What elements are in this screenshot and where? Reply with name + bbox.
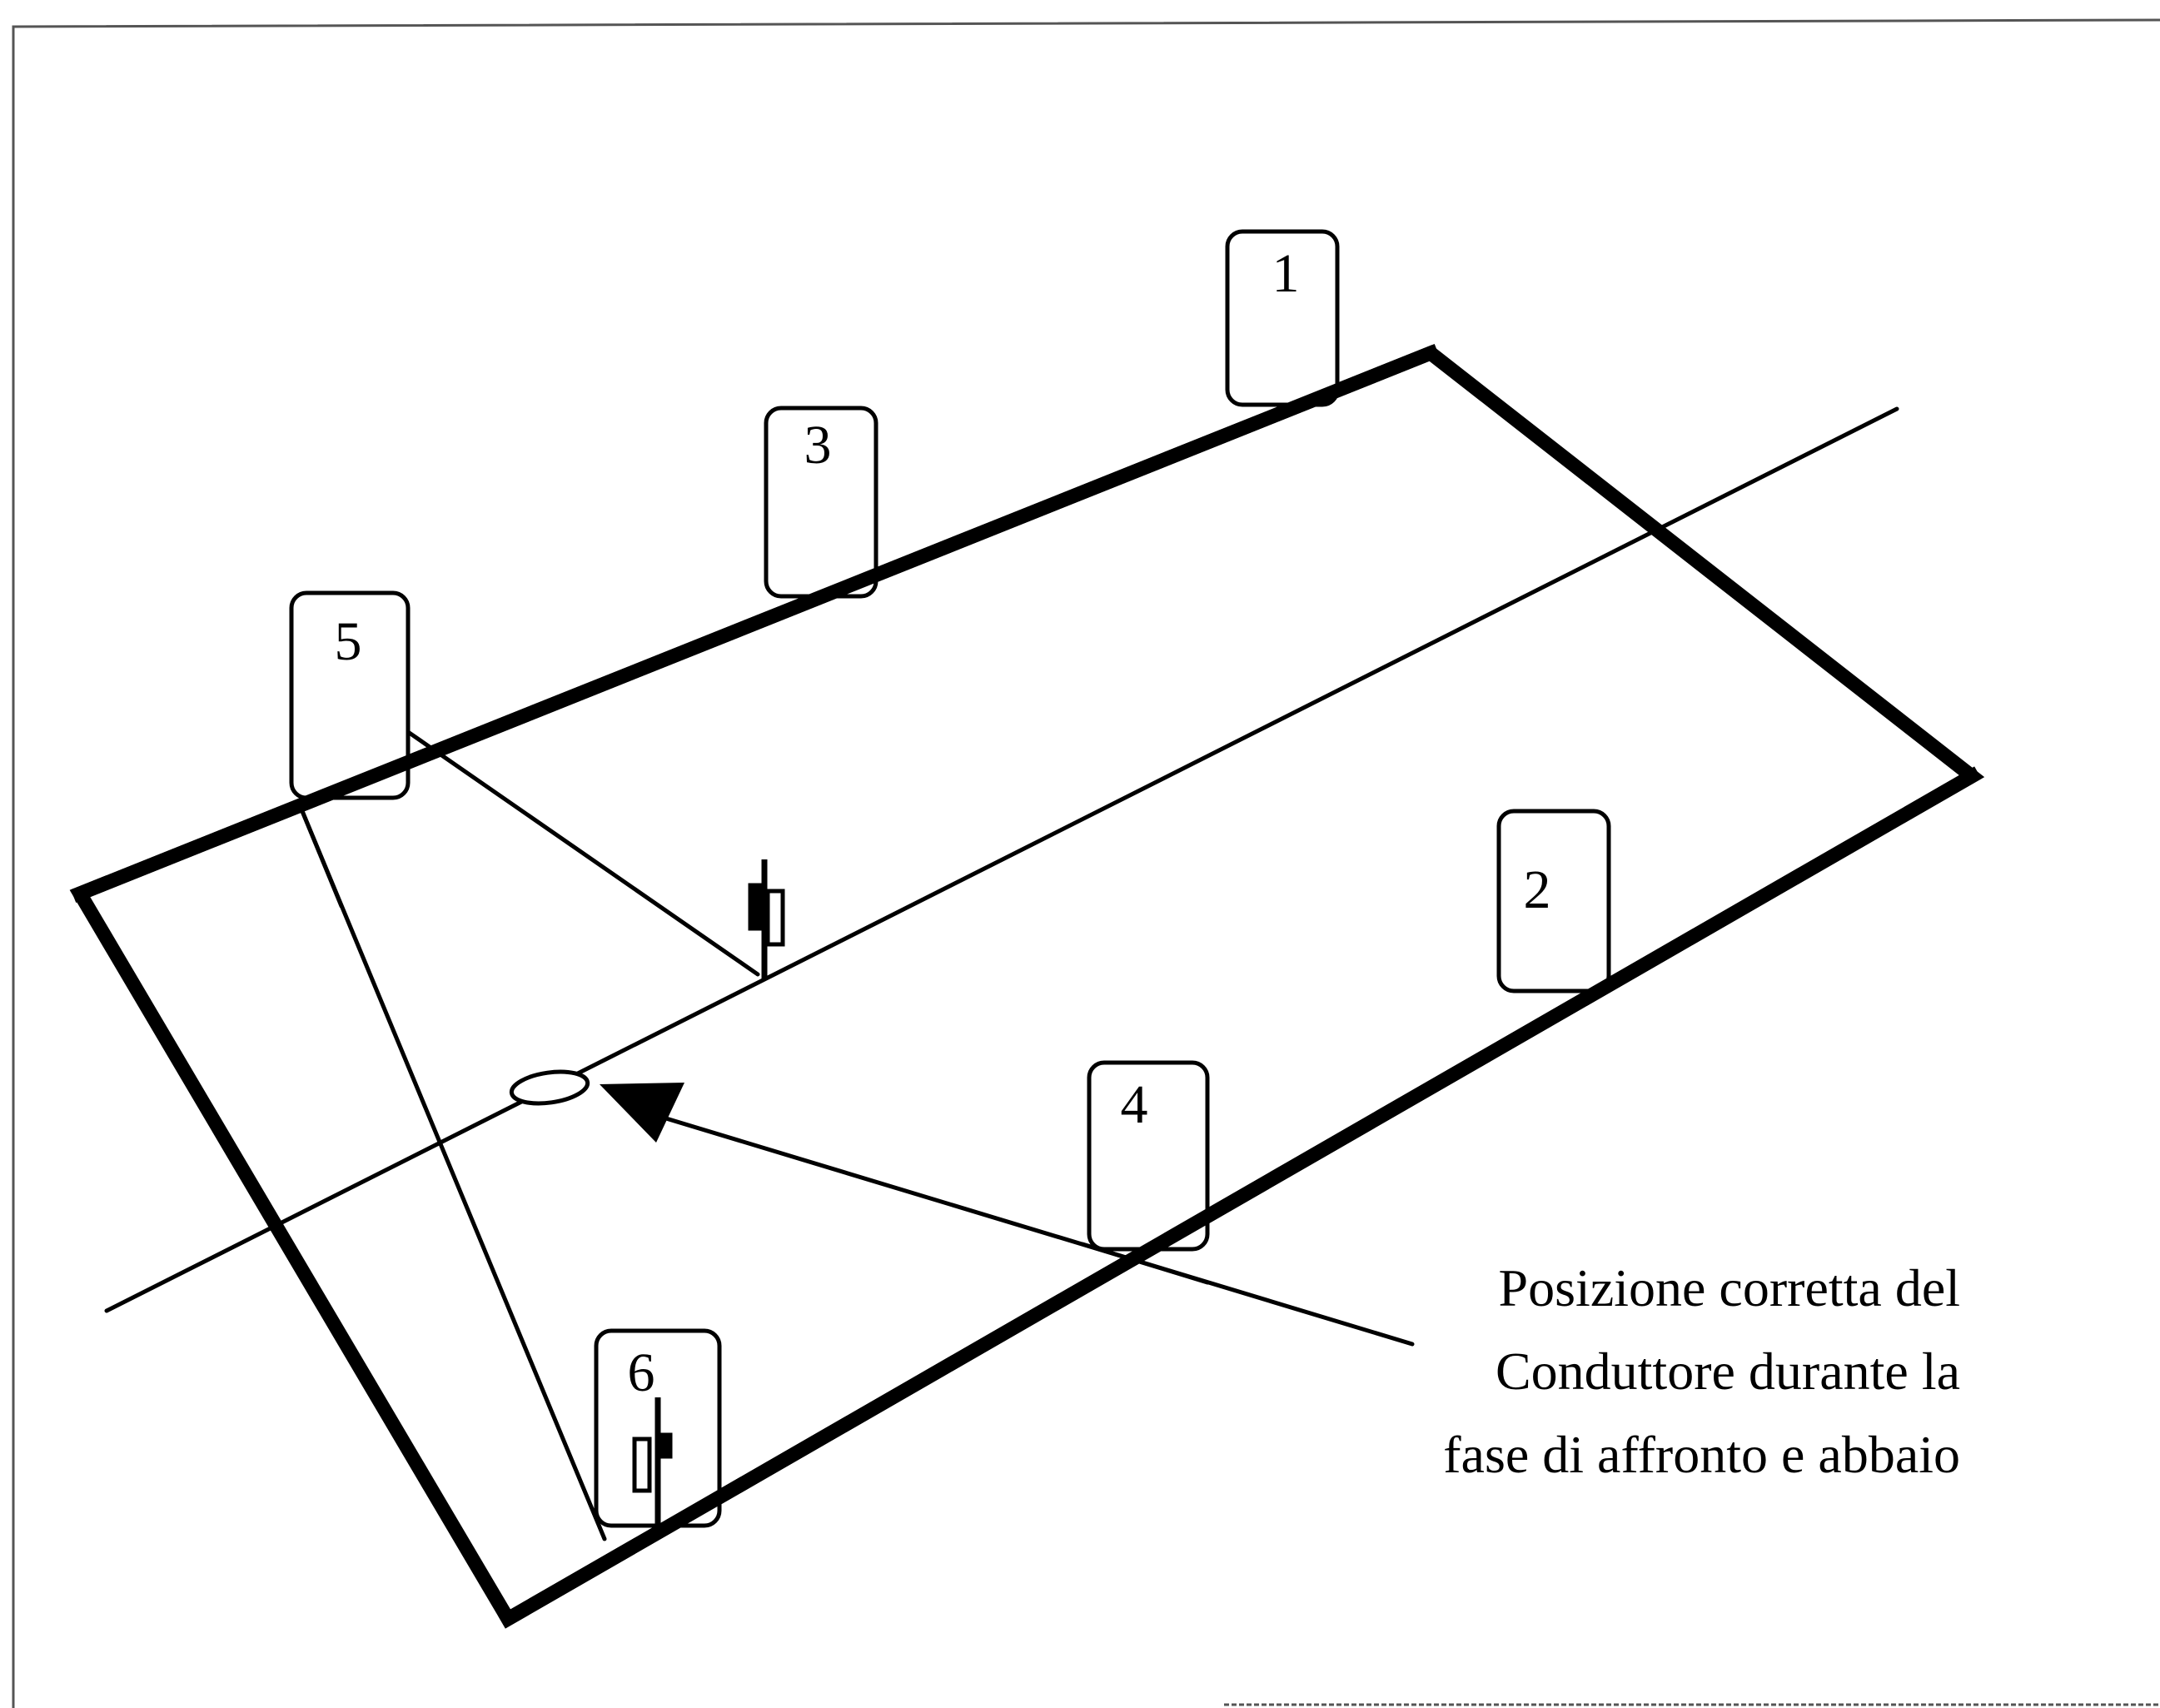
pointer-arrow-overlay	[1080, 1242, 1210, 1285]
field-edge-bottom	[498, 766, 1982, 1629]
sight-line-5-overlay	[296, 799, 344, 909]
marker-1-label: 1	[1272, 243, 1300, 304]
marker-5-label: 5	[335, 611, 362, 672]
marker-6-label: 6	[628, 1342, 655, 1403]
caption-line-2: Conduttore durante la	[1496, 1342, 1960, 1401]
marker-3-label: 3	[804, 415, 832, 476]
sight-line-6	[296, 799, 607, 1541]
marker-4: 4	[1087, 1060, 1210, 1252]
center-line	[104, 406, 1899, 1313]
page-frame	[12, 18, 2160, 1708]
field-edge-top	[70, 343, 1441, 904]
marker-2-label: 2	[1524, 859, 1551, 920]
standing-figure-marker-6	[632, 1397, 673, 1524]
caption-line-1: Posizione corretta del	[1499, 1258, 1960, 1317]
caption-line-3: fase di affronto e abbaio	[1443, 1425, 1960, 1484]
marker-5: 5	[289, 590, 411, 800]
marker-2: 2	[1496, 809, 1611, 993]
marker-4-label: 4	[1121, 1074, 1148, 1135]
standing-figure-center	[748, 859, 785, 979]
sight-line-5	[397, 724, 760, 977]
handler-position-marker	[509, 1069, 590, 1106]
marker-1: 1	[1225, 229, 1340, 407]
pointer-arrow-head	[600, 1083, 684, 1143]
marker-3: 3	[764, 406, 878, 599]
pointer-arrow-shaft	[655, 1113, 1415, 1347]
